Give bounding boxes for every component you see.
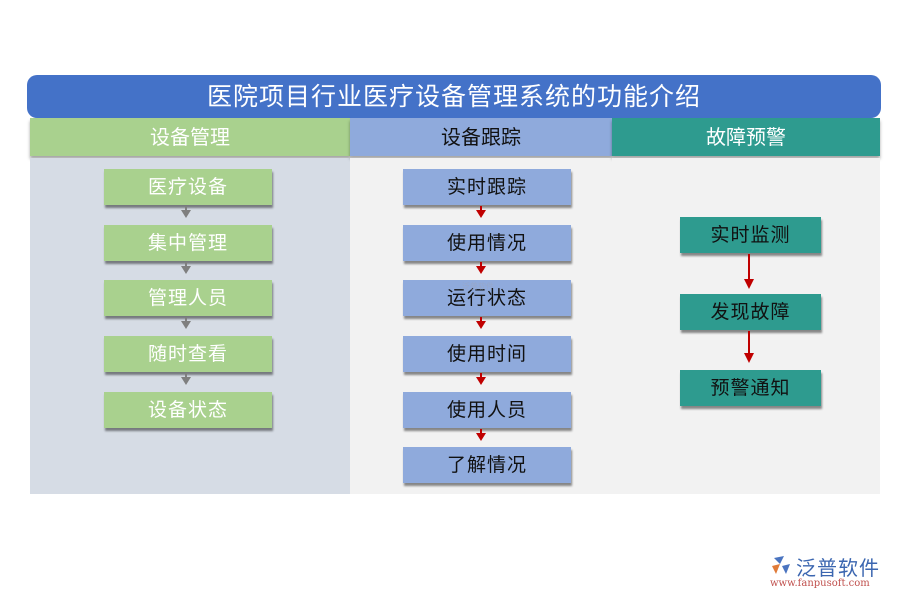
diagram-title: 医院项目行业医疗设备管理系统的功能介绍 xyxy=(27,75,881,118)
step-management-personnel: 管理人员 xyxy=(104,280,272,316)
step-real-time-tracking: 实时跟踪 xyxy=(403,169,571,205)
step-warning-notification: 预警通知 xyxy=(680,370,821,406)
fanpu-logo-icon xyxy=(772,556,790,574)
step-operating-status: 运行状态 xyxy=(403,280,571,316)
step-medical-equipment: 医疗设备 xyxy=(104,169,272,205)
column-header-equipment-management: 设备管理 xyxy=(30,118,350,156)
column-header-equipment-tracking: 设备跟踪 xyxy=(350,118,612,156)
step-equipment-status: 设备状态 xyxy=(104,392,272,428)
step-real-time-monitoring: 实时监测 xyxy=(680,217,821,253)
column-header-fault-warning: 故障预警 xyxy=(612,118,880,156)
step-view-anytime: 随时查看 xyxy=(104,336,272,372)
logo-name: 泛普软件 xyxy=(796,556,880,580)
step-fault-detected: 发现故障 xyxy=(680,294,821,330)
step-understand-situation: 了解情况 xyxy=(403,447,571,483)
step-usage-time: 使用时间 xyxy=(403,336,571,372)
step-usage-status: 使用情况 xyxy=(403,225,571,261)
step-users: 使用人员 xyxy=(403,392,571,428)
logo-url: www.fanpusoft.com xyxy=(770,578,870,589)
step-centralized-management: 集中管理 xyxy=(104,225,272,261)
watermark: 泛普软件 xyxy=(462,282,494,291)
